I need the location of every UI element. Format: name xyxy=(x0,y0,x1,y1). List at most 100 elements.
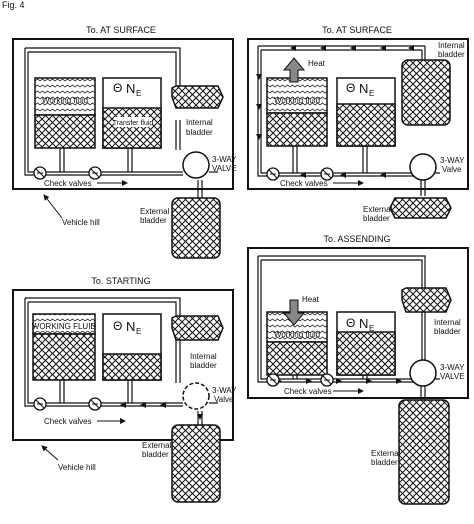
vehicle-hull xyxy=(247,38,469,190)
vehicle-hull xyxy=(12,289,234,441)
valve-label-line2: VALVE xyxy=(212,164,237,173)
external-bladder xyxy=(171,197,221,259)
internal-label-line1: Internal xyxy=(434,318,461,327)
hull-label: Vehicle hill xyxy=(62,218,100,227)
internal-label-line2: bladder xyxy=(190,361,217,370)
ne-subscript: E xyxy=(136,327,141,336)
internal-label-line1: Internal xyxy=(190,352,217,361)
external-label-line1: External xyxy=(140,207,170,216)
ne-tank: Θ N E Transfer fluid xyxy=(102,77,162,149)
internal-label-line1: Internal xyxy=(186,118,213,127)
hull-pointer xyxy=(41,445,59,461)
hull-pointer xyxy=(43,194,63,219)
internal-bladder xyxy=(401,59,451,126)
check-valves-label: Check valves xyxy=(284,387,332,396)
theta-symbol: Θ xyxy=(113,319,122,333)
tank-connectors xyxy=(292,375,368,379)
tank1-label: Working fluid xyxy=(42,96,88,105)
vehicle-hull xyxy=(12,38,234,190)
check-valves xyxy=(266,167,334,181)
hull-label: Vehicle hill xyxy=(58,463,96,472)
figure-label: Fig. 4 xyxy=(2,0,25,10)
check-valves-label: Check valves xyxy=(44,417,92,426)
theta-symbol: Θ xyxy=(346,316,355,330)
piping xyxy=(24,47,218,198)
flow-arrows-bottom xyxy=(120,402,203,420)
check-valves-label: Check valves xyxy=(44,179,92,188)
heat-arrow: Heat xyxy=(282,295,320,326)
three-way-valve xyxy=(182,151,210,179)
panel-title: To. ASSENDING xyxy=(323,234,390,244)
ne-tank: Θ N E xyxy=(102,313,162,381)
tank1-label: WORKING FLUID xyxy=(32,322,97,331)
working-fluid-tank: Working fluid xyxy=(266,77,328,147)
check-valves xyxy=(33,166,102,180)
external-label-line1: External xyxy=(142,441,172,450)
internal-bladder xyxy=(401,287,452,313)
flow-arrows-bottom xyxy=(300,172,386,178)
external-label-line1: External xyxy=(371,449,401,458)
panel-title: To. AT SURFACE xyxy=(322,25,392,35)
valve-label-line2: Valve xyxy=(214,395,234,404)
heat-arrow: Heat xyxy=(282,57,326,83)
tank1-label: Working fluid xyxy=(274,330,320,339)
external-bladder xyxy=(389,197,452,219)
ne-tank: Θ N E xyxy=(336,77,396,147)
ne-label: N xyxy=(126,81,135,96)
ne-label: N xyxy=(359,81,368,96)
valve-label-line1: 3-WAY xyxy=(212,386,237,395)
external-bladder xyxy=(171,424,221,503)
tank-connectors xyxy=(59,148,133,172)
internal-label-line1: Internal xyxy=(438,41,465,50)
external-label-line2: bladder xyxy=(140,216,167,225)
valve-label-line2: VALVE xyxy=(440,372,465,381)
heat-label: Heat xyxy=(308,59,326,68)
internal-label-line2: bladder xyxy=(434,327,461,336)
valve-label-line2: Valve xyxy=(442,165,462,174)
working-fluid-tank: Working fluid xyxy=(34,77,96,149)
three-way-valve xyxy=(409,359,437,387)
panel-ascending: To. ASSENDING Working fluid Heat Θ xyxy=(247,234,469,505)
ne-tank: Θ N E xyxy=(336,311,396,376)
external-label-line2: bladder xyxy=(142,450,169,459)
tank1-label: Working fluid xyxy=(274,96,320,105)
panel-at-surface-2: To. AT SURFACE Working fluid Hea xyxy=(247,25,469,223)
external-label-line1: External xyxy=(363,205,393,214)
working-fluid-tank: Working fluid xyxy=(266,311,328,376)
ne-subscript: E xyxy=(369,89,374,98)
check-valves xyxy=(33,397,102,411)
working-fluid-tank: WORKING FLUID xyxy=(32,313,97,381)
valve-label-line1: 3-WAY xyxy=(212,155,237,164)
ne-subscript: E xyxy=(136,89,141,98)
external-label-line2: bladder xyxy=(371,458,398,467)
ne-subscript: E xyxy=(369,324,374,333)
ne-label: N xyxy=(126,319,135,334)
tank-connectors xyxy=(292,146,368,173)
flow-arrows-top xyxy=(290,45,414,51)
check-valves xyxy=(266,373,334,387)
tank2-extra-label: Transfer fluid xyxy=(113,120,154,127)
internal-label-line2: bladder xyxy=(438,50,465,59)
three-way-valve xyxy=(409,153,437,181)
panel-starting: To. STARTING WORKING FLUID Θ N xyxy=(12,276,237,503)
panel-title: To. STARTING xyxy=(91,276,150,286)
internal-bladder xyxy=(171,85,224,109)
valve-label-line1: 3-WAY xyxy=(440,156,465,165)
panel-title: To. AT SURFACE xyxy=(86,25,156,35)
external-label-line2: bladder xyxy=(363,214,390,223)
valve-label-line1: 3-WAY xyxy=(440,363,465,372)
internal-bladder xyxy=(171,315,224,341)
check-valves-label: Check valves xyxy=(280,179,328,188)
theta-symbol: Θ xyxy=(113,81,122,95)
vehicle-hull xyxy=(247,247,469,399)
panel-at-surface-1: To. AT SURFACE Working fluid Θ N E xyxy=(12,25,237,259)
external-bladder xyxy=(398,399,450,505)
three-way-valve xyxy=(182,382,210,410)
flow-arrows-left xyxy=(256,74,262,140)
theta-symbol: Θ xyxy=(346,81,355,95)
piping xyxy=(24,297,218,425)
internal-label-line2: bladder xyxy=(186,128,213,137)
heat-label: Heat xyxy=(302,295,320,304)
ne-label: N xyxy=(359,316,368,331)
